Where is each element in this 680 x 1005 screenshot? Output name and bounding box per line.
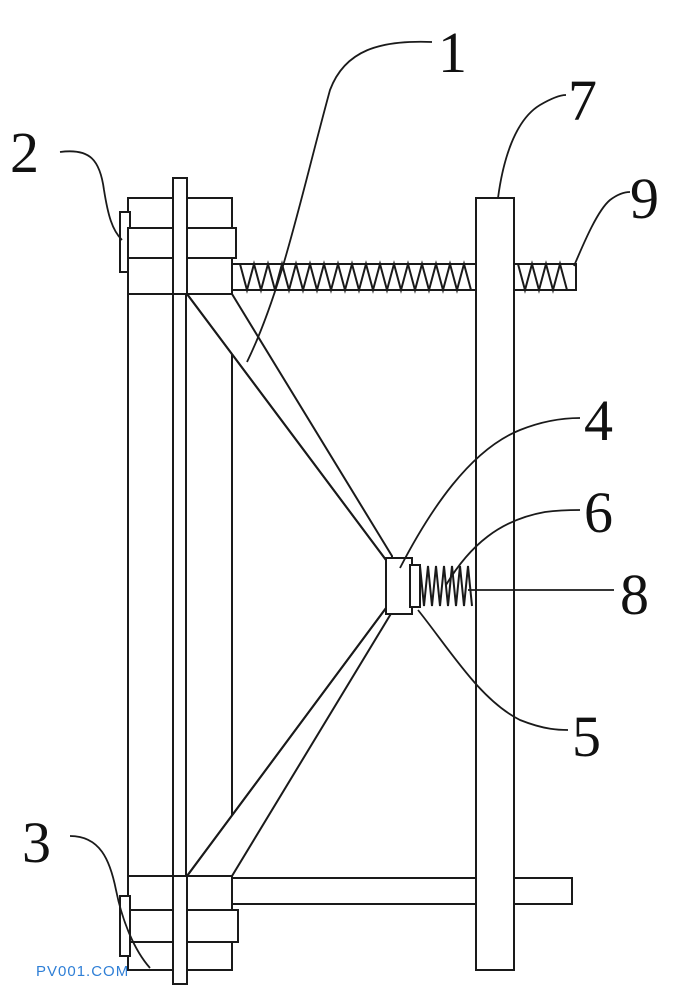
callout-3: 3 [22,810,51,875]
bottom-clamp-pin [172,875,188,985]
leader-line-1 [246,40,433,363]
lower-horizontal-rod [231,877,573,905]
callout-7: 7 [568,68,597,133]
threaded-rod-thread-left [239,260,472,294]
center-block [385,557,413,615]
leader-line-6 [445,509,581,586]
leader-line-4 [399,417,581,569]
leader-line-2 [59,150,123,241]
callout-6: 6 [584,480,613,545]
threaded-rod-thread-right [517,260,568,294]
top-clamp-pin [172,177,188,295]
center-block-washer [409,564,421,608]
compression-spring [419,565,473,607]
leader-line-9 [573,191,631,267]
upper-link-edge [186,293,387,561]
bottom-clamp-end-cap [119,895,131,957]
callout-1: 1 [438,20,467,85]
watermark-text: PV001.COM [36,963,129,980]
leader-line-3 [69,835,151,969]
callout-8: 8 [620,562,649,627]
callout-2: 2 [10,120,39,185]
leader-line-5 [417,609,569,731]
vertical-post [475,197,515,971]
callout-9: 9 [630,166,659,231]
callout-4: 4 [584,388,613,453]
lower-link-edge [186,607,387,877]
callout-5: 5 [572,704,601,769]
leader-line-7 [497,94,567,199]
